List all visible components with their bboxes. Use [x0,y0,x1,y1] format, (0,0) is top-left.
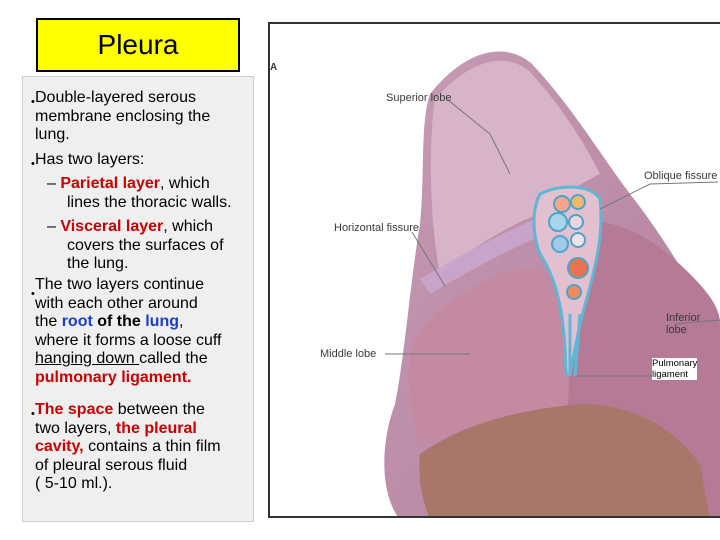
bullet-4: The space between the two layers, the pl… [35,401,221,493]
middle-lobe-shape [409,268,570,444]
panel-letter: A [270,62,278,73]
label-oblique-fissure: Oblique fissure [644,170,718,182]
leader-lines [385,99,720,377]
bullet-dot: • [31,158,35,170]
sub-bullet-parietal: – Parietal layer, which lines the thorac… [47,175,232,211]
lung-drawing [384,51,720,516]
label-superior-lobe: Superior lobe [386,92,452,104]
label-middle-lobe: Middle lobe [320,348,377,360]
lung-illustration: A Superior lobe Oblique fissure Horizont… [268,22,720,518]
pulmonary-ligament-shape [568,313,582,377]
sub-bullet-visceral: – Visceral layer, which covers the surfa… [47,218,224,273]
vessel [570,194,586,210]
label-inferior-lobe: Inferior lobe [666,312,701,336]
hilum-root [532,185,603,376]
bullet-1: Double-layered serous membrane enclosing… [35,89,211,144]
text-panel: • Double-layered serous membrane enclosi… [22,76,254,522]
vessel [568,214,584,230]
vessel [548,212,568,232]
bullet-dot: • [31,96,35,108]
bullet-2: Has two layers: [35,151,145,168]
vessel [567,257,589,279]
vessel [551,235,569,253]
label-pulmonary-ligament: Pulmonary ligament [652,358,698,380]
horizontal-fissure-shape [420,209,570,294]
slide-title: Pleura [36,18,240,72]
bullet-3: The two layers continue with each other … [35,276,222,386]
bullet-dot: • [31,288,35,300]
vessel [566,284,582,300]
label-horizontal-fissure: Horizontal fissure [334,222,419,234]
diaphragm-surface [419,404,710,516]
vessel [570,232,586,248]
vessel [553,195,571,213]
superior-lobe-shape [430,60,600,274]
bullet-dot: • [31,408,35,420]
